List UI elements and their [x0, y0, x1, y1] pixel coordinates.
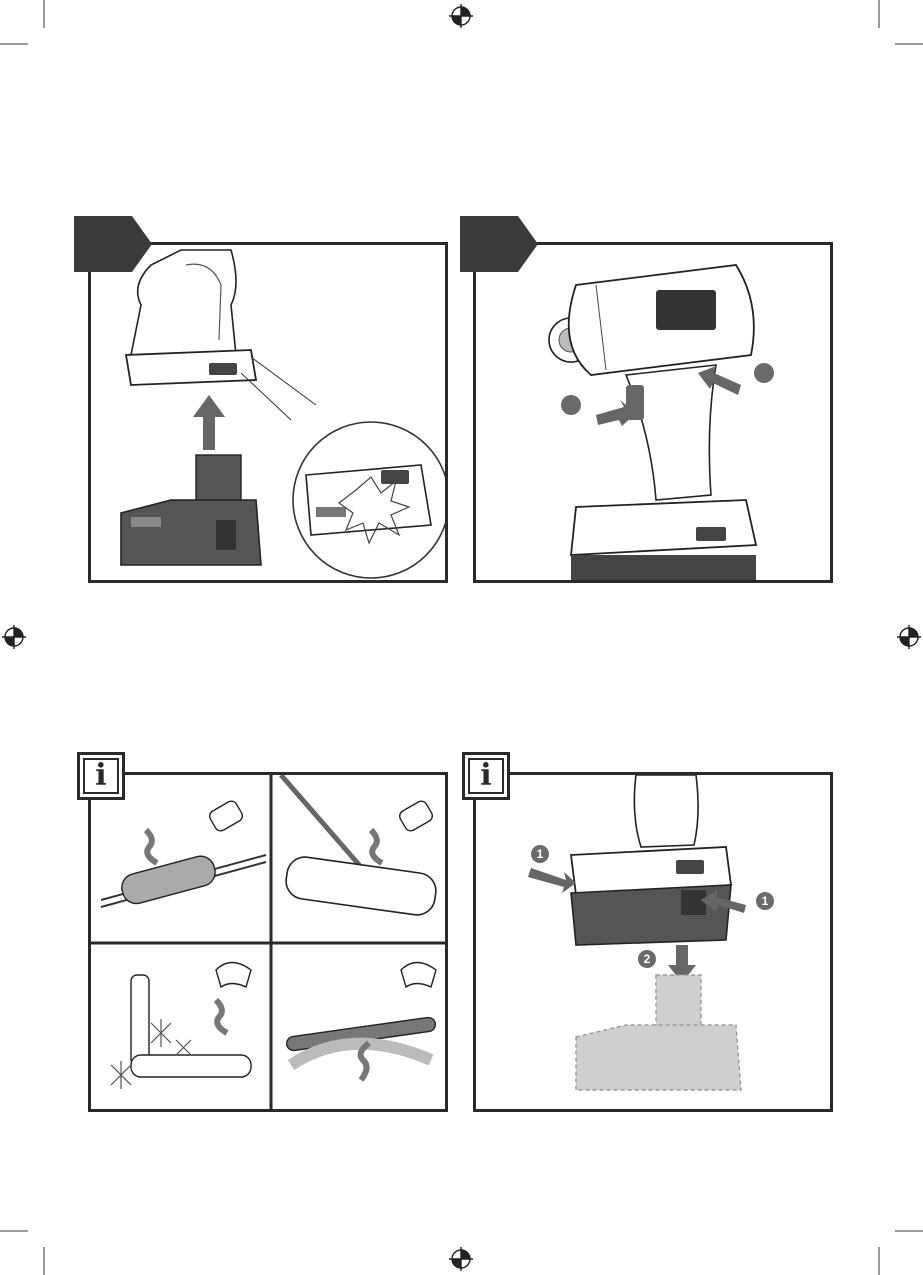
info-tab-battery: i	[462, 752, 510, 800]
badge-press-right: 1	[756, 892, 774, 910]
panel-battery-insert	[88, 242, 448, 583]
hot-air-nozzle-icon	[208, 799, 245, 833]
snowflake-icon	[111, 1019, 191, 1089]
reflector-nozzle-icon	[216, 963, 251, 988]
info-icon: i	[83, 758, 119, 794]
panel-mode-switches	[473, 242, 833, 583]
step-tab-2	[460, 216, 540, 272]
tool-body-illustration	[476, 245, 830, 580]
badge-pull-down: 2	[638, 950, 656, 968]
panel-battery-remove: 1 1 2	[473, 772, 833, 1112]
reflector-nozzle-icon	[401, 963, 436, 988]
hot-air-nozzle-icon	[398, 799, 435, 833]
battery-insert-illustration	[91, 245, 445, 580]
badge-press-left: 1	[531, 845, 549, 863]
applications-grid	[91, 775, 445, 1109]
step-tab-1	[74, 216, 154, 272]
info-icon: i	[468, 758, 504, 794]
mode-badge-right	[754, 363, 774, 383]
arrow-up-icon	[193, 395, 225, 450]
battery-remove-illustration	[476, 775, 830, 1109]
info-tab-applications: i	[77, 752, 125, 800]
mode-badge-left	[561, 395, 581, 415]
panel-applications	[88, 772, 448, 1112]
heat-wave-icon	[146, 830, 157, 863]
